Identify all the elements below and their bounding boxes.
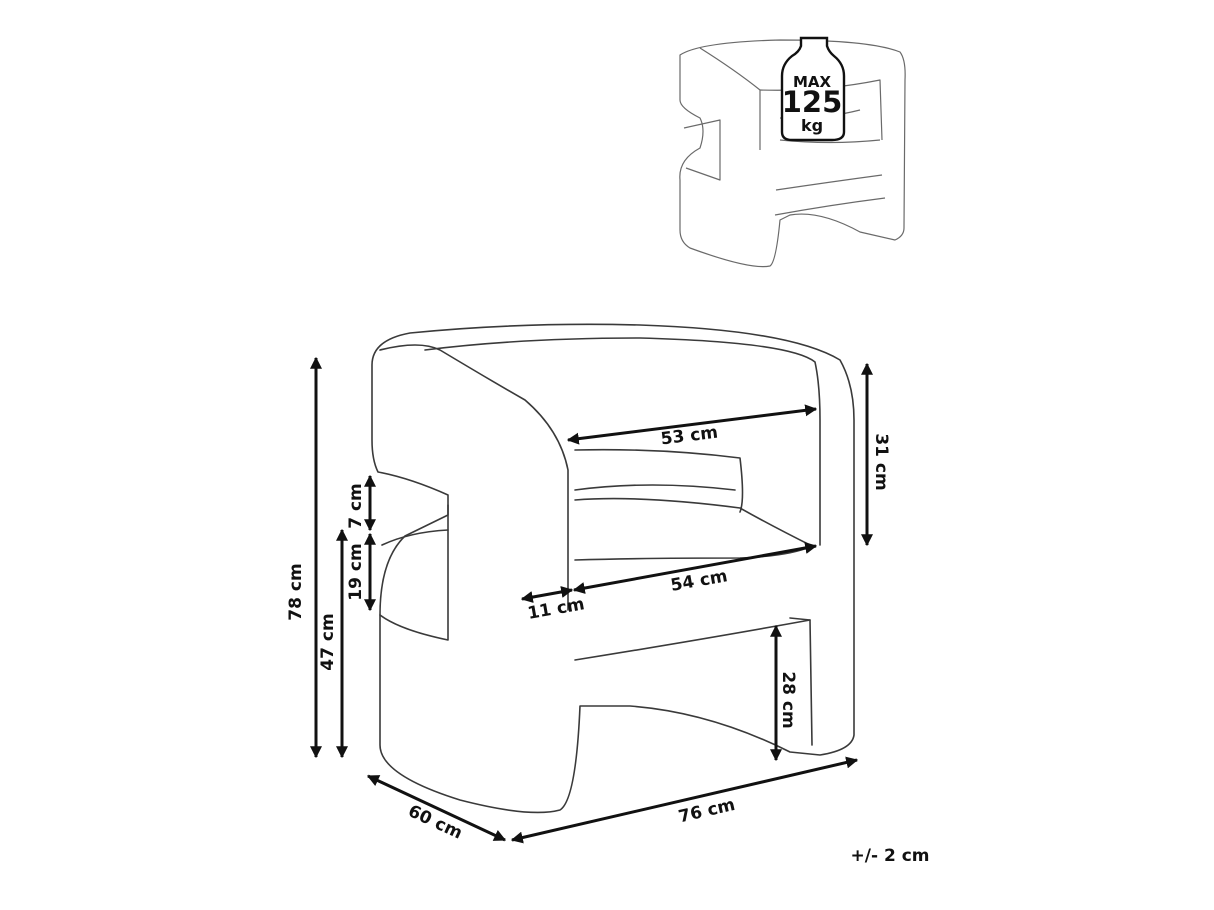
dim-line-arm-width xyxy=(520,586,574,603)
dim-line-seat-width xyxy=(572,542,818,594)
label-armrest-opening: 7 cm xyxy=(346,483,366,529)
label-arm-width: 11 cm xyxy=(526,594,586,624)
dim-line-depth xyxy=(366,774,507,842)
label-backrest-height: 31 cm xyxy=(871,433,891,490)
badge-weight-value: 125 xyxy=(782,85,843,119)
dimension-labels: 78 cm 47 cm 7 cm 19 cm 53 cm 54 cm 11 cm… xyxy=(286,423,929,866)
label-base-clearance: 28 cm xyxy=(778,671,798,728)
label-tolerance: +/- 2 cm xyxy=(851,846,930,866)
label-total-height: 78 cm xyxy=(286,563,306,620)
weight-icon xyxy=(780,36,846,142)
main-chair-drawing xyxy=(371,323,855,814)
label-cushion-height: 19 cm xyxy=(346,543,366,600)
max-load-badge: MAX 125 kg xyxy=(780,36,846,142)
dimension-lines xyxy=(310,356,873,844)
badge-max-label: MAX xyxy=(793,73,832,91)
dim-line-width xyxy=(510,756,859,844)
label-seat-height: 47 cm xyxy=(318,613,338,670)
dim-line-inner-width xyxy=(566,404,818,445)
badge-unit-label: kg xyxy=(801,116,823,135)
